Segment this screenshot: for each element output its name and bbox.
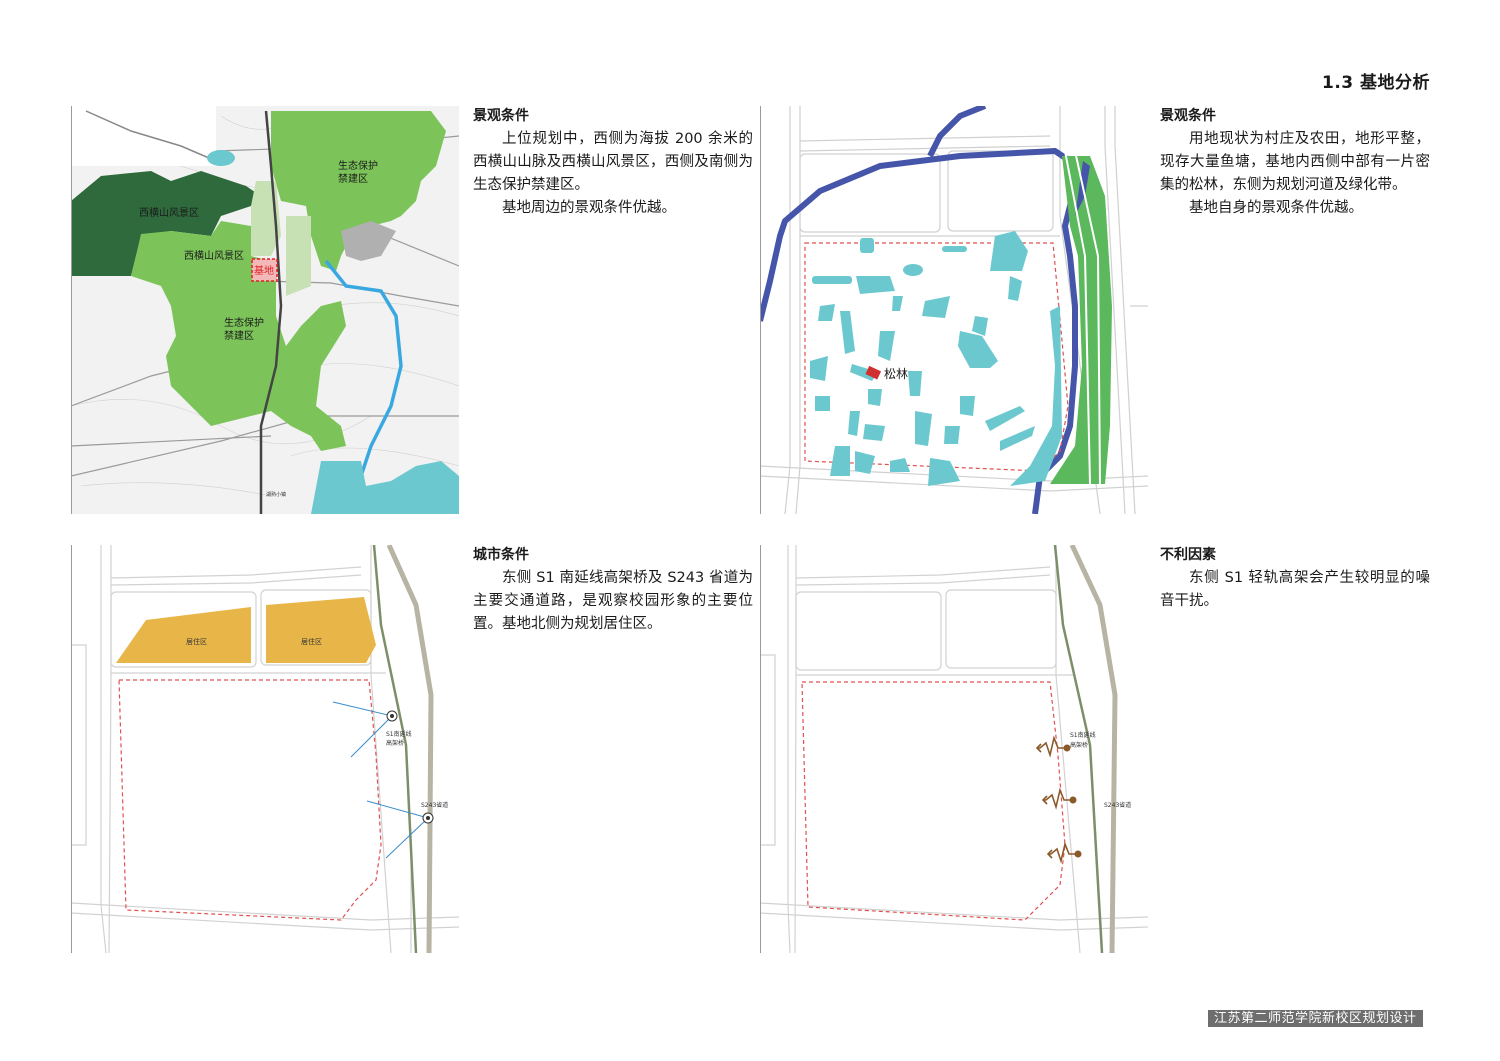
panel-text-site: 景观条件 用地现状为村庄及农田，地形平整，现存大量鱼塘，基地内西侧中部有一片密集…	[1160, 106, 1430, 220]
eco-zone-north	[271, 111, 446, 271]
site-landscape-map: 松林	[760, 106, 1148, 514]
map-frame-edge	[71, 545, 72, 953]
pine-forest-marker	[865, 365, 882, 380]
panel-paragraph: 东侧 S1 轻轨高架会产生较明显的噪音干扰。	[1160, 570, 1430, 609]
label-pine-forest: 松林	[884, 367, 908, 381]
label-site: 基地	[254, 264, 274, 277]
noise-icon	[1041, 787, 1072, 810]
panel-text-urban: 城市条件 东侧 S1 南延线高架桥及 S243 省道为主要交通道路，是观察校园形…	[473, 545, 753, 636]
lake	[311, 461, 459, 514]
panel-heading: 景观条件	[473, 108, 529, 124]
label-scenic-dark: 西横山风景区	[139, 206, 199, 219]
project-title-footer: 江苏第二师范学院新校区规划设计	[1208, 1010, 1423, 1027]
ponds	[810, 231, 1062, 486]
panel-paragraph: 用地现状为村庄及农田，地形平整，现存大量鱼塘，基地内西侧中部有一片密集的松林，东…	[1160, 131, 1430, 193]
section-title: 1.3 基地分析	[1322, 73, 1431, 93]
canal	[324, 259, 403, 514]
site-boundary	[801, 681, 1066, 921]
panel-text-adverse: 不利因素 东侧 S1 轻轨高架会产生较明显的噪音干扰。	[1160, 545, 1430, 613]
label-viewpoint-s243: S243省道	[421, 801, 448, 809]
panel-paragraph: 基地周边的景观条件优越。	[502, 200, 676, 216]
panel-paragraph: 基地自身的景观条件优越。	[1189, 200, 1363, 216]
urban-map-svg: 居住区 居住区 S1南延线 高架桥 S243省道	[71, 545, 459, 953]
regional-landscape-map: 西横山风景区 西横山风景区 生态保护 禁建区 生态保护 禁建区 基地 湖熟小镇	[71, 106, 459, 514]
label-town: 湖熟小镇	[266, 491, 286, 498]
noise-source-dot	[1074, 850, 1082, 858]
scenic-area-dark	[71, 171, 261, 276]
s1-rail	[372, 545, 418, 953]
label-residential-2: 居住区	[301, 637, 322, 646]
regional-map-svg: 西横山风景区 西横山风景区 生态保护 禁建区 生态保护 禁建区 基地 湖熟小镇	[71, 106, 459, 514]
label-eco-north-2: 禁建区	[338, 172, 368, 185]
label-eco-south-2: 禁建区	[224, 329, 254, 342]
urban-conditions-map: 居住区 居住区 S1南延线 高架桥 S243省道	[71, 545, 459, 953]
noise-source-dot	[1063, 744, 1071, 752]
label-eco-south-1: 生态保护	[224, 316, 264, 329]
viewpoint-s1	[332, 701, 398, 758]
adverse-factors-map: S1南延线 高架桥 S243省道	[760, 545, 1148, 953]
label-scenic-light: 西横山风景区	[184, 249, 244, 262]
label-residential-1: 居住区	[186, 637, 207, 646]
label-viewpoint-s1-line2: 高架桥	[386, 739, 404, 747]
panel-heading: 不利因素	[1160, 547, 1216, 563]
panel-text-regional: 景观条件 上位规划中，西侧为海拔 200 余米的西横山山脉及西横山风景区，西侧及…	[473, 106, 753, 220]
map-frame-edge	[760, 106, 761, 514]
label-viewpoint-s1-line1: S1南延线	[386, 730, 412, 738]
eco-zone-south	[131, 221, 346, 451]
site-marker	[251, 258, 278, 282]
noise-icon	[1046, 841, 1077, 864]
panel-heading: 城市条件	[473, 547, 529, 563]
site-boundary	[118, 679, 382, 921]
adverse-map-svg: S1南延线 高架桥 S243省道	[760, 545, 1148, 953]
site-map-svg: 松林	[760, 106, 1148, 514]
noise-source-dot	[1069, 796, 1077, 804]
noise-icon	[1035, 735, 1066, 758]
panel-paragraph: 上位规划中，西侧为海拔 200 余米的西横山山脉及西横山风景区，西侧及南侧为生态…	[473, 131, 753, 193]
label-eco-north-1: 生态保护	[338, 159, 378, 172]
s243-road	[1069, 545, 1118, 953]
label-road-s1-line2: 高架桥	[1070, 741, 1088, 749]
site-boundary	[804, 242, 1069, 472]
panel-heading: 景观条件	[1160, 108, 1216, 124]
map-frame-edge	[71, 106, 72, 514]
residential-zone-1	[116, 607, 251, 663]
map-frame-edge	[760, 545, 761, 953]
label-road-s243: S243省道	[1104, 801, 1131, 809]
green-belt	[1050, 156, 1112, 484]
residential-zone-2	[266, 597, 376, 663]
s243-road	[386, 545, 434, 953]
viewpoint-s243	[366, 800, 434, 859]
label-road-s1-line1: S1南延线	[1070, 731, 1096, 739]
s1-rail	[1053, 545, 1104, 953]
panel-paragraph: 东侧 S1 南延线高架桥及 S243 省道为主要交通道路，是观察校园形象的主要位…	[473, 570, 753, 632]
